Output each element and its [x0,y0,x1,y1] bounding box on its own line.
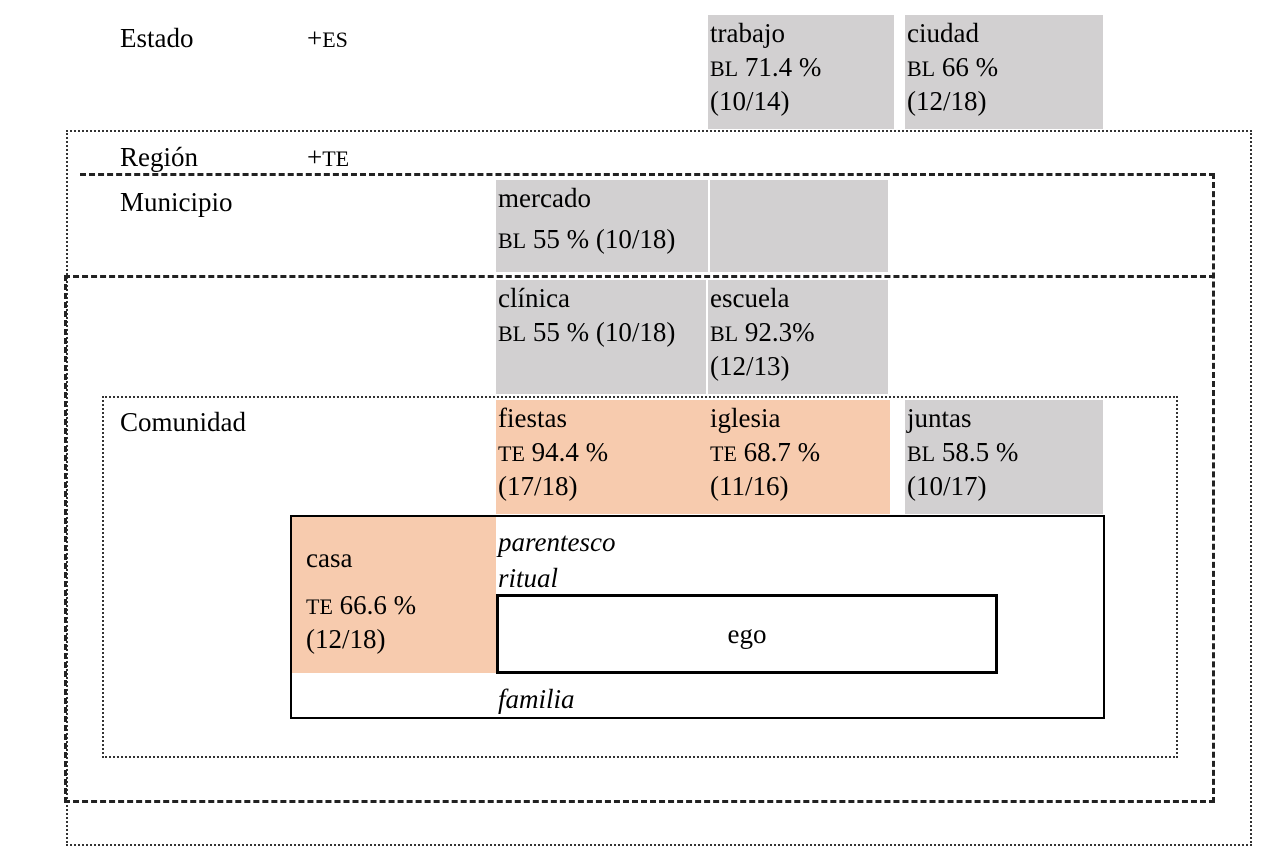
domain-iglesia-name: iglesia [710,403,781,433]
ego-box: ego [496,594,998,674]
level-region: Región [120,142,198,172]
domain-iglesia-lang: TE [710,441,737,466]
label-ego: ego [727,619,767,649]
domain-iglesia-stat: TE 68.7 % [710,436,890,470]
domain-mercado: mercado BL 55 % (10/18) [496,180,888,272]
domain-ciudad-name: ciudad [907,18,979,48]
domain-juntas-pct: 58.5 % [941,437,1019,467]
domain-clinica-pct: 55 % (10/18) [532,317,676,347]
domain-trabajo: trabajo BL 71.4 % (10/14) [708,15,894,129]
domain-fiestas-name: fiestas [498,403,567,433]
domain-casa-ratio: (12/18) [306,624,386,654]
domain-iglesia-pct: 68.7 % [743,437,821,467]
domain-trabajo-pct: 71.4 % [744,52,822,82]
domain-fiestas-lang: TE [498,441,525,466]
domain-clinica-name: clínica [498,283,570,313]
region-boundary [66,130,1252,846]
domain-clinica-lang: BL [498,321,527,346]
domain-ciudad-lang: BL [907,56,936,81]
level-estado: Estado [120,23,194,53]
household-box [290,515,1105,719]
domain-fiestas-ratio: (17/18) [498,471,578,501]
marker-region-code: TE [322,146,350,171]
domain-casa-lang: TE [306,594,333,619]
domain-escuela-name: escuela [710,283,790,313]
domain-juntas-stat: BL 58.5 % [907,436,1103,470]
domain-casa-name: casa [306,543,353,573]
domain-iglesia-ratio: (11/16) [710,471,789,501]
domain-escuela-pct: 92.3% [744,317,815,347]
domain-fiestas-pct: 94.4 % [531,437,609,467]
domain-escuela: escuela BL 92.3% (12/13) [708,280,888,394]
domain-casa-stat: TE 66.6 % [306,589,496,623]
domain-casa-pct: 66.6 % [339,590,417,620]
municipio-boundary [80,173,1215,803]
domain-escuela-stat: BL 92.3% [710,316,888,350]
domain-mercado-stat: BL 55 % (10/18) [498,216,888,264]
domain-casa: casa TE 66.6 % (12/18) [292,517,496,673]
domain-juntas-name: juntas [907,403,972,433]
domain-clinica-stat: BL 55 % (10/18) [498,316,706,350]
domain-mercado-pct: 55 % (10/18) [532,224,676,254]
marker-estado-code: ES [322,27,348,52]
mercado-cell-divider [708,180,710,272]
level-municipio: Municipio [120,187,233,217]
domain-ciudad-stat: BL 66 % [907,51,1103,85]
marker-estado: +ES [307,22,348,56]
marker-region-prefix: + [307,142,323,172]
domain-juntas: juntas BL 58.5 % (10/17) [905,400,1103,514]
domain-mercado-name: mercado [498,183,591,213]
domain-ciudad: ciudad BL 66 % (12/18) [905,15,1103,129]
domain-trabajo-ratio: (10/14) [710,86,790,116]
domain-fiestas: fiestas TE 94.4 % (17/18) [496,400,708,514]
domain-ciudad-ratio: (12/18) [907,86,987,116]
label-parentesco: parentesco [498,527,616,557]
domain-iglesia: iglesia TE 68.7 % (11/16) [708,400,890,514]
domain-trabajo-stat: BL 71.4 % [710,51,894,85]
domain-mercado-lang: BL [498,228,527,253]
domain-juntas-ratio: (10/17) [907,471,987,501]
domain-trabajo-name: trabajo [710,18,785,48]
domain-trabajo-lang: BL [710,56,739,81]
domain-juntas-lang: BL [907,441,936,466]
domain-escuela-lang: BL [710,321,739,346]
label-familia: familia [498,684,575,714]
level-comunidad: Comunidad [120,407,246,437]
marker-estado-prefix: + [307,23,323,53]
domain-escuela-ratio: (12/13) [710,351,790,381]
municipio-boundary-bottom [64,275,1215,803]
marker-region: +TE [307,141,349,175]
label-ritual: ritual [498,563,559,593]
domain-fiestas-stat: TE 94.4 % [498,436,708,470]
domain-clinica: clínica BL 55 % (10/18) [496,280,706,394]
comunidad-boundary [102,396,1178,758]
domain-ciudad-pct: 66 % [941,52,999,82]
